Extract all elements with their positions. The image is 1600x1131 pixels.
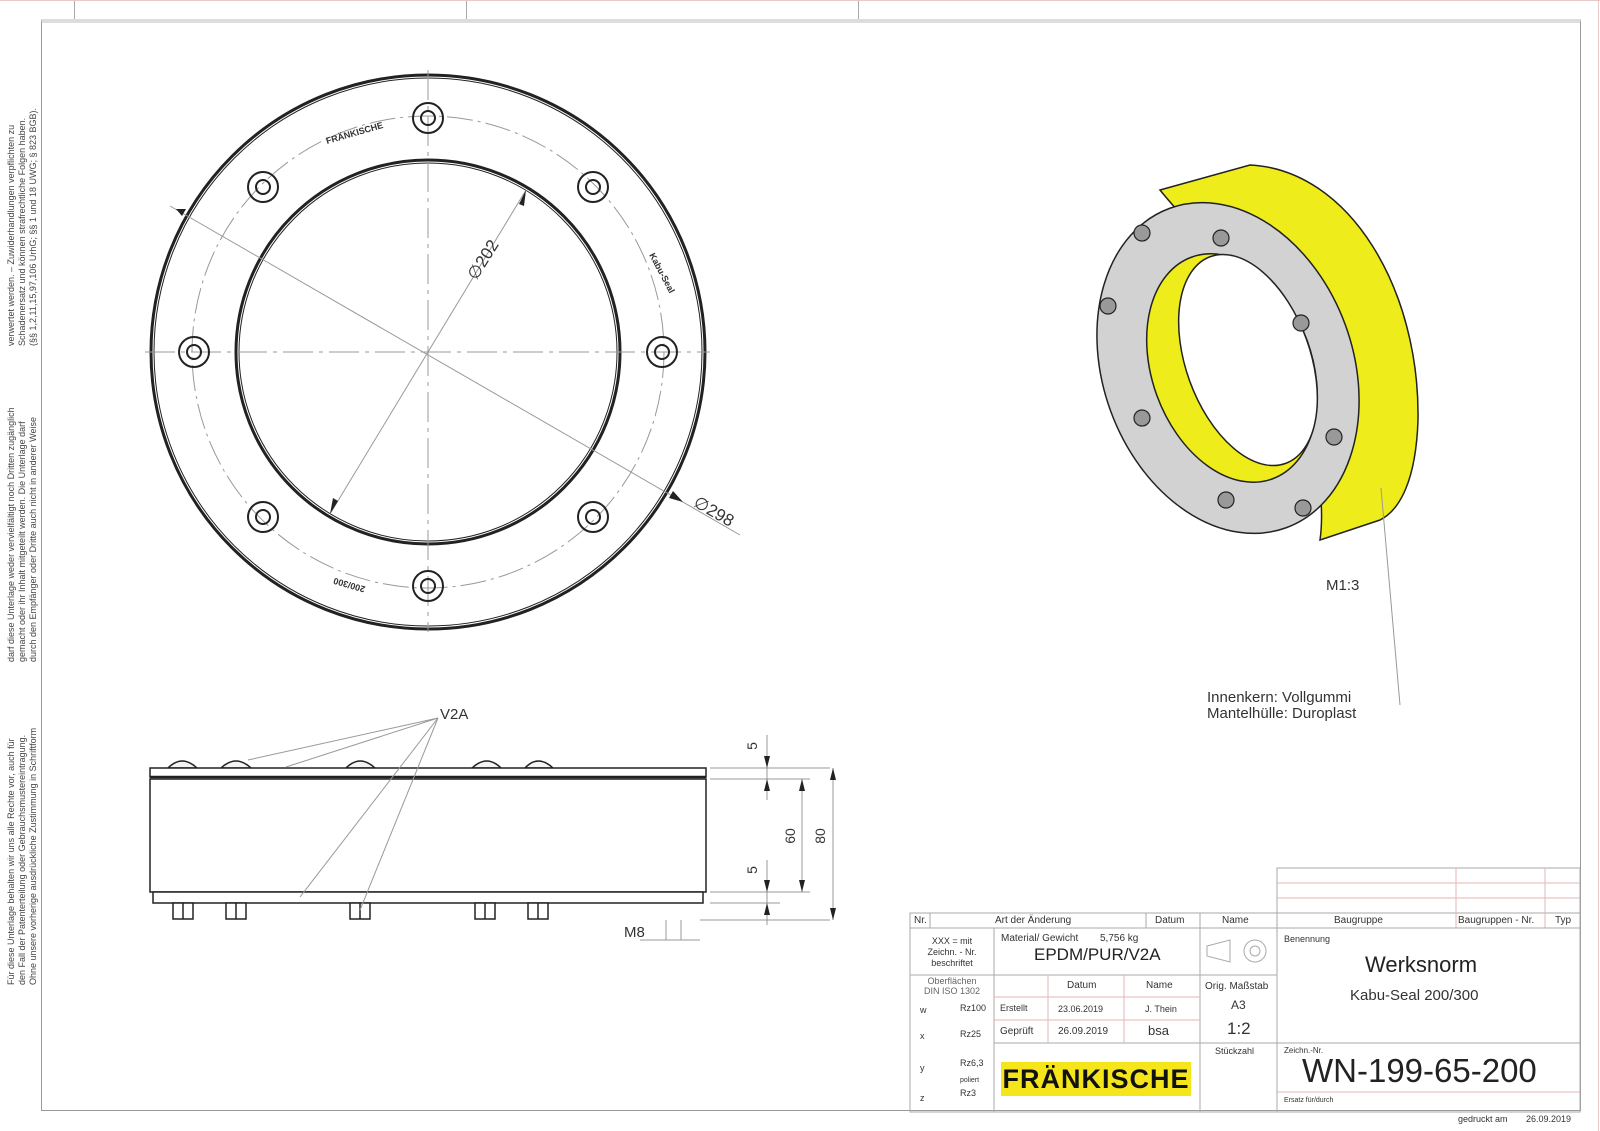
dimension-core-height: 60 [781, 828, 798, 844]
sheet-edge [0, 0, 1600, 1]
surface-label: Oberflächen DIN ISO 1302 [910, 975, 994, 997]
surface-symbol-value: Rz100 [960, 1003, 987, 1013]
assembly-number-label: Baugruppen - Nr. [1458, 915, 1535, 926]
dimension-top-plate: 5 [743, 742, 760, 750]
weight-value: 5,756 kg [1100, 933, 1139, 944]
surface-symbol-value: Rz3 [960, 1088, 977, 1098]
zone-marker [74, 0, 75, 19]
dimension-bottom-plate: 5 [743, 866, 760, 874]
material-label: Material/ Gewicht [1001, 933, 1079, 944]
surface-symbol-note: poliert [960, 1077, 980, 1084]
thread-size: M8 [624, 924, 645, 941]
surface-symbol-letter: w [920, 1005, 927, 1015]
surface-label-line: Oberflächen [927, 976, 977, 986]
designation-label: Benennung [1284, 934, 1331, 944]
replacement-label: Ersatz für/durch [1284, 1097, 1334, 1104]
printed-date: 26.09.2019 [1526, 1114, 1572, 1124]
iso-view [1096, 164, 1419, 706]
checked-name: bsa [1148, 1023, 1169, 1038]
created-name: J. Thein [1145, 1004, 1177, 1014]
sheet-edge [1598, 0, 1599, 1131]
material-note-shell: Mantelhülle: Duroplast [1207, 705, 1357, 722]
xxx-note-line: Zeichn. - Nr. [927, 946, 977, 957]
drawing-frame [41, 19, 1581, 1111]
created-label: Erstellt [1000, 1003, 1028, 1013]
surface-symbol-letter: z [920, 1093, 925, 1103]
rev-header-name: Name [1222, 915, 1249, 926]
surface-symbol-value: Rz6,3 [960, 1058, 984, 1068]
drawing-scale: 1:2 [1227, 1019, 1251, 1038]
rev-header-date: Datum [1155, 915, 1185, 926]
sheet-format: A3 [1231, 998, 1246, 1012]
drawing-subtitle: Kabu-Seal 200/300 [1350, 987, 1479, 1004]
zone-marker [858, 0, 859, 19]
rev-header-nr: Nr. [914, 915, 927, 926]
title-block-grid [909, 867, 1581, 1113]
drawing-number: WN-199-65-200 [1302, 1052, 1537, 1089]
surface-symbol-letter: x [920, 1031, 925, 1041]
surface-symbol-value: Rz25 [960, 1029, 982, 1039]
company-logo: FRÄNKISCHE [1001, 1062, 1191, 1096]
xxx-note-line: XXX = mit [931, 935, 973, 946]
drawing-title: Werksnorm [1365, 952, 1478, 977]
xxx-note: XXX = mit Zeichn. - Nr. beschriftet [910, 930, 994, 974]
printed-label: gedruckt am [1458, 1114, 1508, 1124]
zone-marker [466, 0, 467, 19]
quantity-label: Stückzahl [1215, 1046, 1255, 1056]
iso-scale: M1:3 [1326, 577, 1360, 594]
top-view [145, 70, 741, 632]
approval-header-date: Datum [1067, 980, 1097, 991]
scale-label: Orig. Maßstab [1205, 981, 1269, 992]
approval-header-name: Name [1146, 980, 1173, 991]
type-label: Typ [1555, 915, 1572, 926]
dimension-total-height: 80 [811, 828, 828, 844]
surface-symbol-letter: y [920, 1063, 925, 1073]
surface-label-line: DIN ISO 1302 [923, 986, 981, 996]
checked-label: Geprüft [1000, 1026, 1034, 1037]
checked-date: 26.09.2019 [1058, 1026, 1109, 1037]
assembly-label: Baugruppe [1334, 915, 1383, 926]
side-view [149, 717, 836, 941]
material-callout: V2A [440, 706, 469, 723]
material-note-core: Innenkern: Vollgummi [1207, 689, 1352, 706]
created-date: 23.06.2019 [1058, 1004, 1104, 1014]
rev-header-change: Art der Änderung [995, 915, 1072, 926]
xxx-note-line: beschriftet [931, 957, 973, 968]
drawing-number-label: Zeichn.-Nr. [1284, 1046, 1324, 1055]
material-value: EPDM/PUR/V2A [1034, 945, 1161, 964]
